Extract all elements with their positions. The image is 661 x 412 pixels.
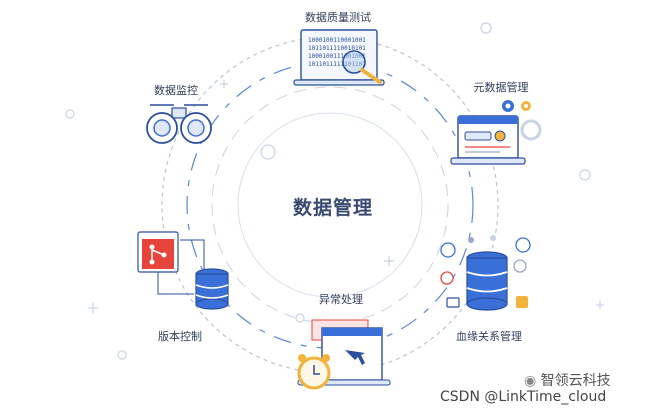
wechat-watermark: ◉ 智领云科技: [524, 370, 611, 390]
binoculars-icon: [146, 104, 212, 144]
version-control-icon: [137, 231, 229, 310]
csdn-watermark: CSDN @LinkTime_cloud: [440, 389, 607, 405]
wechat-icon: ◉: [524, 373, 537, 389]
label-metadata: 元数据管理: [473, 81, 529, 94]
label-version-control: 版本控制: [158, 330, 202, 343]
label-lineage: 血缘关系管理: [456, 330, 522, 343]
wechat-name: 智领云科技: [540, 373, 611, 389]
lineage-icon: [440, 235, 531, 311]
center-title: 数据管理: [292, 197, 374, 219]
svg-text:1000100111001001: 1000100111001001: [308, 53, 366, 60]
quality-test-icon: 1000100110001001 1011011110010101 100010…: [293, 29, 385, 86]
label-monitor: 数据监控: [154, 84, 198, 97]
decorative-marks: [65, 22, 604, 360]
svg-text:1000100110001001: 1000100110001001: [308, 37, 366, 44]
metadata-icon: [450, 100, 542, 165]
svg-text:1011011110010101: 1011011110010101: [308, 45, 366, 52]
label-quality-test: 数据质量测试: [305, 11, 371, 24]
exception-icon: [297, 319, 391, 390]
label-exception: 异常处理: [319, 293, 363, 306]
svg-text:1011011111101101: 1011011111101101: [308, 61, 366, 68]
